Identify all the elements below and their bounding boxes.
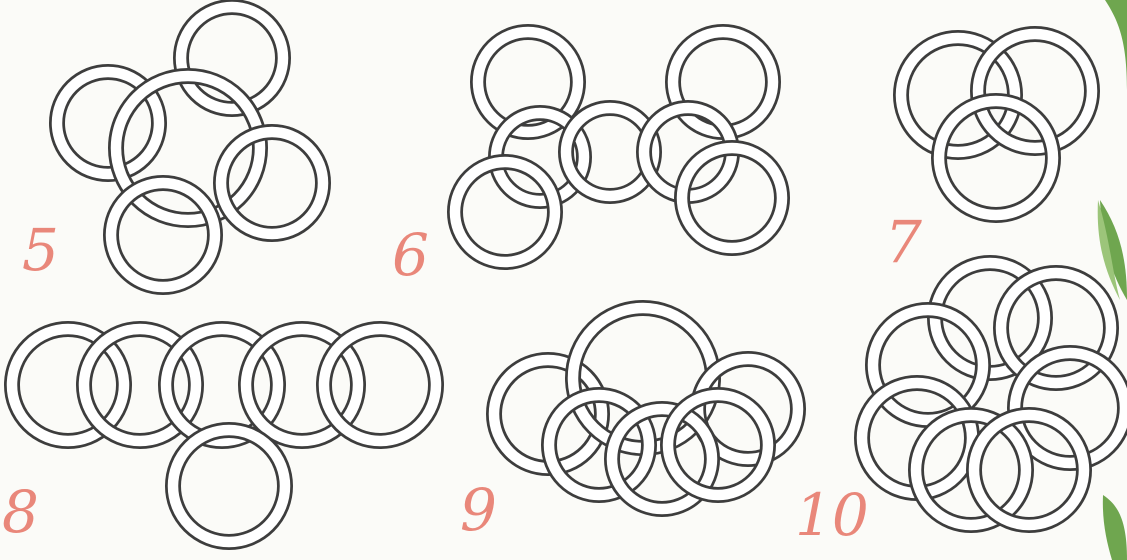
figure-5-ring: [221, 132, 323, 234]
figure-7-number: 7: [885, 208, 922, 276]
figure-6-number: 6: [392, 221, 429, 289]
figure-5-number: 5: [22, 216, 59, 284]
figure-9-rings: [494, 308, 798, 509]
figure-7-rings: [901, 34, 1092, 215]
figure-6-rings: [455, 32, 782, 262]
figure-8-ring: [324, 329, 436, 441]
figure-5-ring: [111, 183, 215, 287]
figure-8-rings: [12, 329, 436, 542]
figure-9-number: 9: [460, 476, 497, 544]
leaf-decoration: [1098, 0, 1127, 560]
figure-8-number: 8: [2, 478, 39, 546]
figure-10-rings: [862, 263, 1125, 525]
figure-7-ring: [978, 34, 1092, 148]
figure-10-number: 10: [795, 481, 869, 549]
figure-5-rings: [57, 7, 323, 287]
